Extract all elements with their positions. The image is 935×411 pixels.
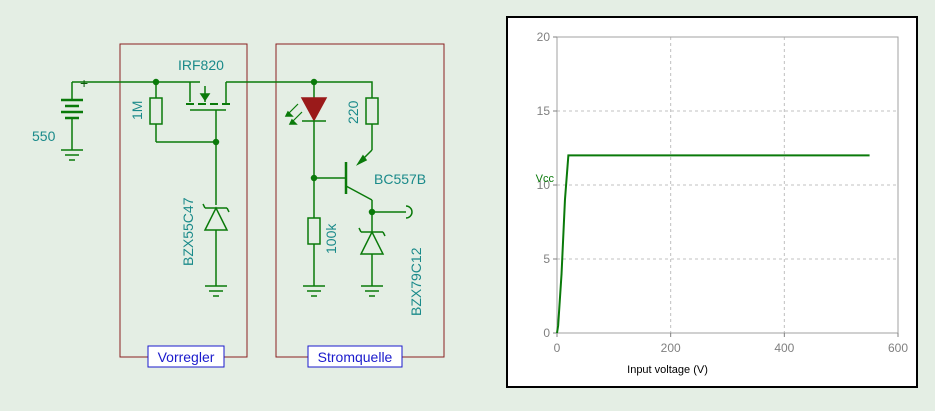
top-wire-2 — [226, 81, 373, 98]
y-tick-label: 10 — [537, 178, 551, 192]
x-tick-label: 600 — [888, 341, 908, 355]
block-left-tag — [147, 345, 225, 368]
mosfet-symbol — [186, 81, 230, 142]
block-right-label: Stromquelle — [318, 349, 393, 365]
block-right-tag — [307, 345, 403, 368]
x-tick-label: 200 — [661, 341, 681, 355]
zener-out-symbol — [358, 212, 386, 297]
series-line — [556, 154, 870, 334]
battery-symbol — [61, 82, 83, 161]
x-axis-label: Input voltage (V) — [627, 364, 708, 376]
led-symbol — [284, 78, 328, 178]
zener-pre-symbol — [202, 142, 230, 297]
resistor-220-label: 220 — [345, 100, 361, 124]
chart-frame — [506, 16, 918, 388]
zener-out-label: BZX79C12 — [408, 247, 424, 316]
mosfet-label: IRF820 — [178, 57, 224, 73]
block-left-label: Vorregler — [158, 349, 215, 365]
source-label: 550 — [32, 128, 56, 144]
zener-pre-label: BZX55C47 — [180, 197, 196, 266]
y-tick-label: 15 — [537, 104, 551, 118]
plus-sign: + — [80, 75, 88, 91]
x-tick-label: 0 — [554, 341, 561, 355]
resistor-100k-label: 100k — [323, 223, 339, 254]
resistor-220 — [355, 97, 379, 166]
resistor-1m — [149, 82, 216, 143]
y-tick-label: 20 — [537, 30, 551, 44]
junction-dot — [152, 78, 160, 86]
x-tick-label: 400 — [774, 341, 794, 355]
y-tick-label: 0 — [543, 326, 550, 340]
transistor-label: BC557B — [374, 171, 426, 187]
transistor-symbol — [310, 162, 413, 219]
y-tick-label: 5 — [543, 252, 550, 266]
series-label: Vcc — [536, 173, 555, 185]
resistor-100k — [303, 178, 325, 297]
resistor-1m-label: 1M — [129, 101, 145, 120]
schematic — [61, 43, 445, 358]
